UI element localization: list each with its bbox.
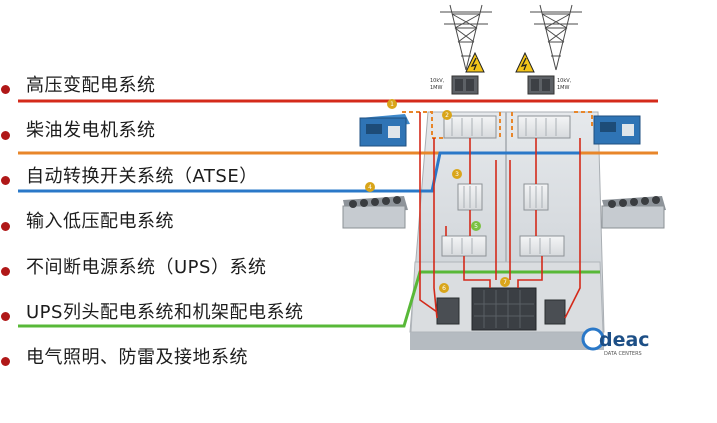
system-label-ups: 不间断电源系统（UPS）系统 — [26, 257, 267, 278]
svg-text:deac: deac — [599, 329, 650, 351]
system-label-high-voltage: 高压变配电系统 — [26, 75, 156, 96]
bullet-icon — [1, 267, 10, 276]
deac-logo: deac DATA CENTERS — [581, 327, 650, 357]
generator-feed-dashed — [402, 111, 593, 139]
system-label-pdu: UPS列头配电系统和机架配电系统 — [26, 302, 304, 323]
svg-text:1MW: 1MW — [430, 85, 442, 91]
transformer-left — [451, 75, 479, 95]
svg-text:2: 2 — [445, 112, 449, 119]
svg-text:4: 4 — [368, 184, 372, 191]
switchgear-panel-left — [443, 115, 497, 139]
marker-7: 7 — [500, 277, 510, 287]
svg-text:1MW: 1MW — [557, 85, 569, 91]
transmission-tower-right — [530, 4, 582, 71]
svg-text:7: 7 — [503, 279, 507, 286]
number-markers: 1 2 3 4 5 6 7 — [365, 99, 510, 293]
ups-cabinet-left — [436, 297, 460, 325]
internal-red-feeds — [419, 112, 581, 319]
bullet-icon — [1, 357, 10, 366]
high-voltage-warning-icon — [465, 51, 485, 73]
system-label-lighting: 电气照明、防雷及接地系统 — [26, 347, 248, 368]
ups-cabinet-right — [544, 299, 566, 325]
diesel-generator-left — [359, 114, 410, 147]
bullet-icon — [1, 312, 10, 321]
svg-text:DATA CENTERS: DATA CENTERS — [604, 351, 642, 357]
transmission-tower-left — [440, 4, 492, 71]
marker-2: 2 — [442, 110, 452, 120]
svg-text:1: 1 — [390, 101, 394, 108]
atse-cabinet-right — [523, 183, 549, 211]
chiller-left — [342, 196, 408, 229]
svg-text:5: 5 — [474, 223, 478, 230]
low-voltage-panel-right — [519, 235, 565, 257]
low-voltage-panel-left — [441, 235, 487, 257]
transformer-spec-right: 10kV, 1MW — [557, 78, 572, 91]
diesel-generator-right — [593, 115, 641, 145]
high-voltage-warning-icon — [515, 51, 535, 73]
system-label-generator: 柴油发电机系统 — [26, 120, 156, 141]
marker-3: 3 — [452, 169, 462, 179]
atse-line — [18, 151, 580, 193]
transformer-spec-left: 10kV, 1MW — [430, 78, 445, 91]
marker-5: 5 — [471, 221, 481, 231]
system-label-low-voltage: 输入低压配电系统 — [26, 211, 174, 232]
switchgear-panel-right — [517, 115, 571, 139]
svg-text:3: 3 — [455, 171, 459, 178]
bullet-icon — [1, 85, 10, 94]
svg-text:6: 6 — [442, 285, 446, 292]
chiller-right — [601, 196, 666, 229]
svg-text:10kV,: 10kV, — [430, 78, 445, 84]
bullet-icon — [1, 222, 10, 231]
transformer-right — [527, 75, 555, 95]
marker-4: 4 — [365, 182, 375, 192]
marker-1: 1 — [387, 99, 397, 109]
system-label-atse: 自动转换开关系统（ATSE） — [26, 166, 258, 187]
server-rack-block — [471, 287, 537, 331]
atse-cabinet-left — [457, 183, 483, 211]
bullet-icon — [1, 176, 10, 185]
bullet-icon — [1, 131, 10, 140]
marker-6: 6 — [439, 283, 449, 293]
svg-text:10kV,: 10kV, — [557, 78, 572, 84]
